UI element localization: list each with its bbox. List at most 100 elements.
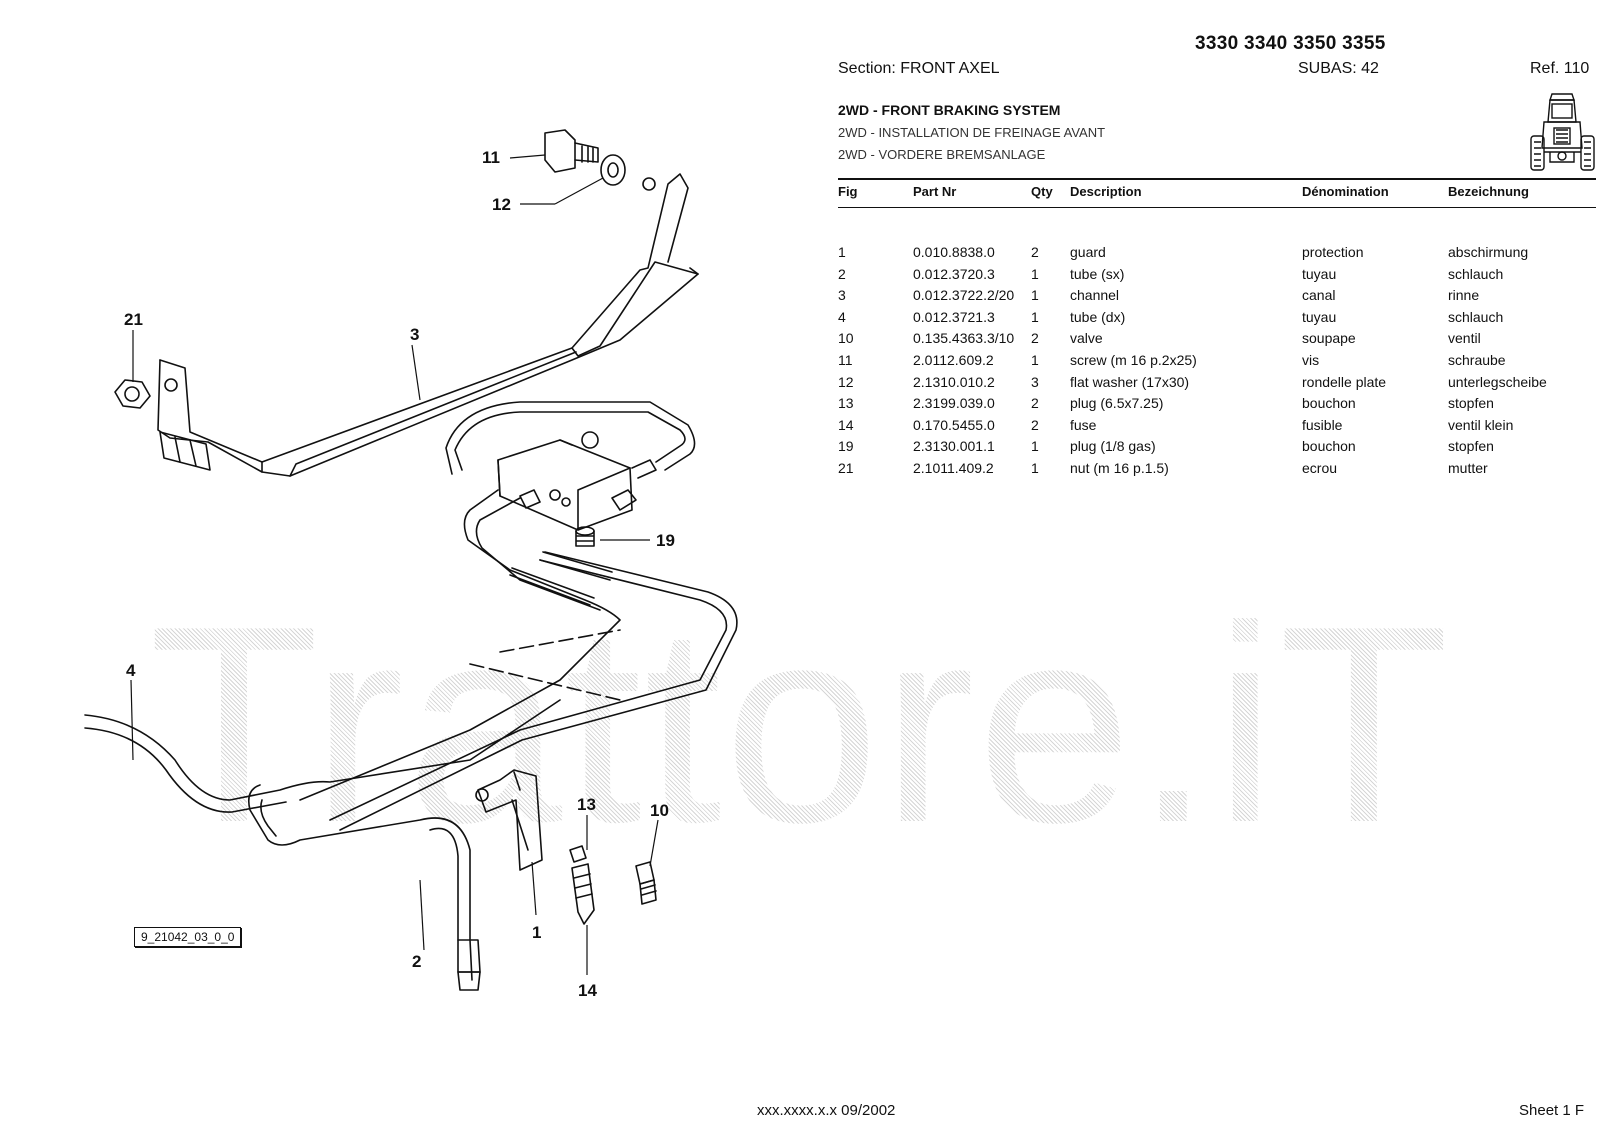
cell-fig: 2	[838, 265, 846, 282]
callout-12: 12	[492, 195, 511, 214]
cell-fig: 19	[838, 438, 854, 455]
cell-qty: 1	[1031, 308, 1039, 325]
cell-den: bouchon	[1302, 438, 1356, 455]
channel-part-3	[157, 173, 699, 477]
cell-bez: stopfen	[1448, 395, 1494, 412]
cell-desc: plug (1/8 gas)	[1070, 438, 1156, 455]
col-header-part: Part Nr	[913, 184, 957, 199]
cell-part: 0.012.3721.3	[913, 308, 995, 325]
cell-den: canal	[1302, 287, 1336, 304]
cell-bez: mutter	[1448, 460, 1488, 476]
cell-qty: 1	[1031, 265, 1039, 282]
cell-desc: nut (m 16 p.1.5)	[1070, 460, 1169, 476]
cell-part: 2.1310.010.2	[913, 373, 995, 390]
cell-bez: ventil klein	[1448, 416, 1514, 433]
cell-fig: 11	[838, 352, 853, 368]
title-french: 2WD - INSTALLATION DE FREINAGE AVANT	[838, 125, 1106, 140]
title-english: 2WD - FRONT BRAKING SYSTEM	[838, 102, 1061, 118]
cell-qty: 1	[1031, 352, 1039, 368]
cell-den: tuyau	[1302, 265, 1337, 282]
section-label: Section: FRONT AXEL	[838, 60, 1000, 77]
footer-sheet: Sheet 1 F	[1519, 1102, 1585, 1119]
footer-code: xxx.xxxx.x.x 09/2002	[757, 1102, 896, 1119]
callout-3: 3	[410, 325, 419, 344]
guard-part-1	[475, 769, 543, 871]
nut-part-21	[114, 379, 151, 409]
cell-bez: rinne	[1448, 287, 1480, 304]
model-numbers: 3330 3340 3350 3355	[1195, 33, 1386, 54]
cell-den: soupape	[1302, 330, 1356, 347]
col-header-bezeichnung: Bezeichnung	[1448, 184, 1529, 199]
cell-den: rondelle plate	[1302, 373, 1387, 390]
pipe-part-2	[247, 784, 473, 981]
cell-qty: 1	[1031, 460, 1039, 476]
cell-bez: unterlegscheibe	[1448, 373, 1547, 390]
callout-19: 19	[656, 531, 675, 550]
cell-desc: screw (m 16 p.2x25)	[1070, 352, 1197, 368]
cell-bez: stopfen	[1448, 438, 1494, 455]
parts-diagram: 11 12 21 3 19 4 13 10 1 2 14	[84, 129, 738, 1000]
table-top-rule	[838, 178, 1596, 180]
cell-desc: valve	[1070, 330, 1103, 347]
pipe-upper	[299, 489, 621, 801]
cell-desc: channel	[1070, 287, 1120, 304]
cell-desc: fuse	[1070, 416, 1097, 433]
cell-qty: 2	[1031, 416, 1039, 433]
tractor-icon	[1530, 93, 1595, 171]
figure-code: 9_21042_03_0_0	[134, 927, 242, 947]
cell-part: 0.135.4363.3/10	[913, 330, 1015, 347]
valve-part-10	[635, 861, 657, 905]
cell-fig: 14	[838, 416, 854, 433]
cell-desc: tube (dx)	[1070, 308, 1126, 325]
cell-den: ecrou	[1302, 460, 1338, 476]
callout-11: 11	[482, 148, 500, 167]
cell-bez: ventil	[1448, 330, 1481, 347]
cell-qty: 1	[1031, 287, 1039, 304]
cell-qty: 1	[1031, 438, 1039, 455]
cell-part: 2.0112.609.2	[913, 352, 994, 368]
callout-4: 4	[126, 661, 136, 680]
cell-fig: 1	[838, 244, 846, 260]
cell-den: bouchon	[1302, 395, 1356, 412]
cell-part: 0.010.8838.0	[913, 244, 995, 260]
plug-part-19	[575, 526, 595, 547]
cell-qty: 3	[1031, 373, 1039, 390]
cell-desc: flat washer (17x30)	[1070, 373, 1190, 390]
cell-part: 2.3199.039.0	[913, 395, 995, 412]
cell-den: tuyau	[1302, 308, 1337, 325]
valve-block	[497, 431, 657, 531]
callout-2: 2	[412, 952, 421, 971]
fuse-part-14	[571, 863, 595, 925]
col-header-fig: Fig	[838, 184, 858, 199]
cell-desc: tube (sx)	[1070, 265, 1125, 282]
col-header-denomination: Dénomination	[1302, 184, 1389, 199]
plug-part-13	[569, 845, 587, 863]
callout-14: 14	[578, 981, 597, 1000]
screw-part-11	[544, 129, 599, 173]
title-german: 2WD - VORDERE BREMSANLAGE	[838, 147, 1046, 162]
cell-fig: 10	[838, 330, 854, 347]
callout-10: 10	[650, 801, 669, 820]
cell-den: fusible	[1302, 416, 1343, 433]
table-row: 14 0.170.5455.0 2 fuse fusible ventil klein	[0, 417, 1600, 438]
cell-part: 0.012.3722.2/20	[913, 287, 1015, 304]
cell-bez: schlauch	[1448, 265, 1504, 282]
cell-qty: 2	[1031, 330, 1039, 347]
col-header-qty: Qty	[1031, 184, 1053, 199]
cell-fig: 4	[838, 308, 846, 325]
cell-den: vis	[1302, 352, 1320, 368]
cell-bez: abschirmung	[1448, 244, 1529, 260]
cell-part: 0.170.5455.0	[913, 416, 995, 433]
callout-21: 21	[124, 310, 143, 329]
ref-label: Ref. 110	[1530, 60, 1590, 77]
cell-den: protection	[1302, 244, 1364, 260]
cell-part: 2.1011.409.2	[913, 460, 994, 476]
subas-label: SUBAS: 42	[1298, 60, 1379, 77]
